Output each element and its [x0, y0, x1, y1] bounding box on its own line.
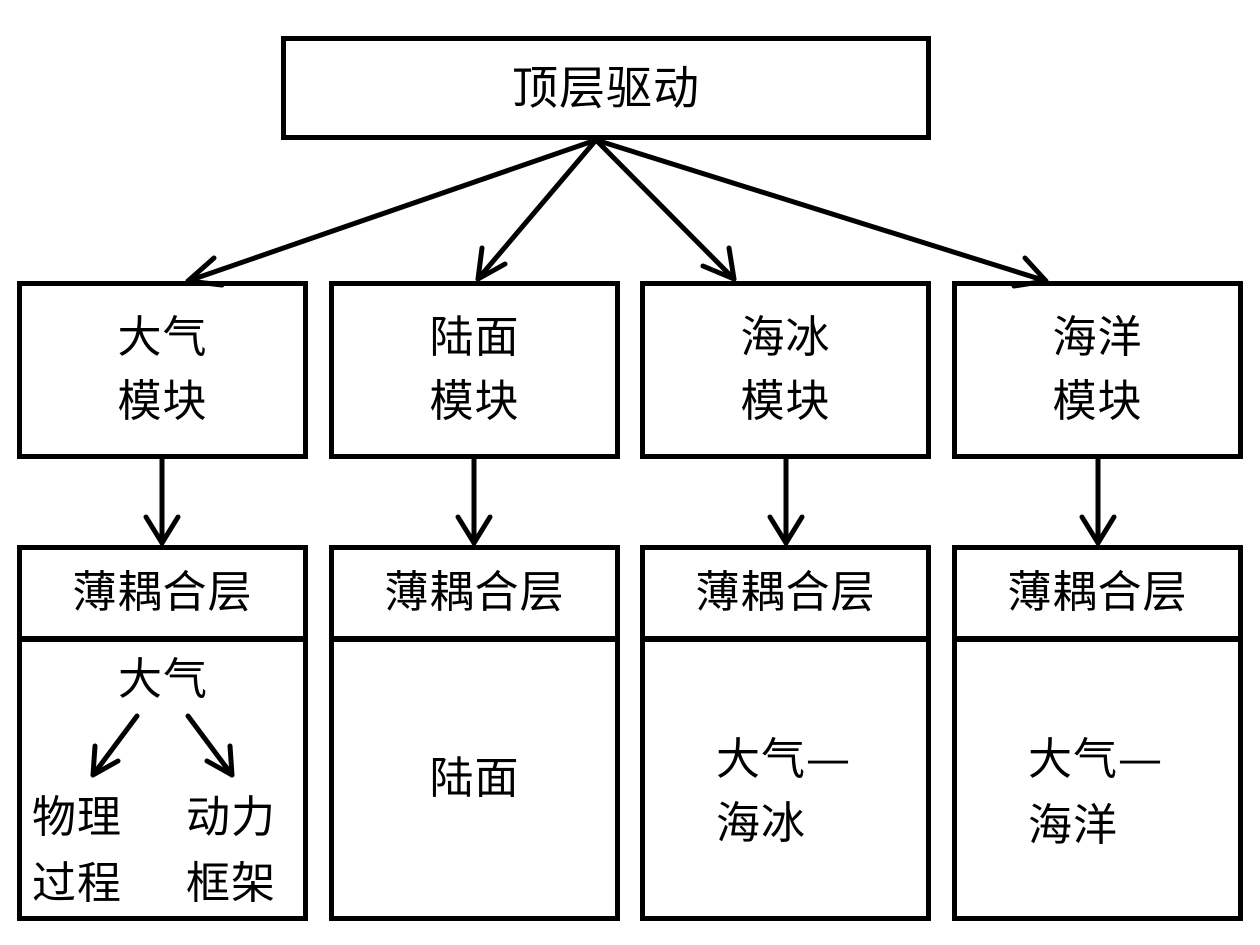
land-coupler-label: 薄耦合层 — [384, 567, 565, 618]
arrow-seaice-to-coupler — [767, 456, 805, 546]
land-module-box: 陆面 模块 — [329, 281, 620, 459]
ocean-detail-box — [952, 637, 1243, 921]
atmosphere-module-box: 大气 模块 — [17, 281, 308, 459]
ocean-module-line2: 模块 — [1052, 376, 1143, 427]
arrow-top-to-seaice — [593, 137, 737, 282]
seaice-detail-line1: 大气— — [716, 734, 851, 785]
atmosphere-module-line1: 大气 — [117, 312, 208, 363]
arrow-top-to-atmosphere — [185, 137, 599, 288]
dynamics-framework-line2: 框架 — [186, 858, 276, 909]
seaice-module-line1: 海冰 — [740, 312, 831, 363]
atmosphere-module-line2: 模块 — [117, 376, 208, 427]
dynamics-framework-line1: 动力 — [186, 792, 276, 843]
arrow-top-to-land — [475, 137, 599, 282]
ocean-module-box: 海洋 模块 — [952, 281, 1243, 459]
atmosphere-coupler-label: 薄耦合层 — [72, 567, 253, 618]
seaice-module-box: 海冰 模块 — [640, 281, 931, 459]
seaice-detail-box — [640, 637, 931, 921]
physics-process-line1: 物理 — [32, 792, 122, 843]
land-module-line1: 陆面 — [429, 312, 520, 363]
arrow-atmosphere-to-physics — [90, 713, 140, 778]
seaice-module-line2: 模块 — [740, 376, 831, 427]
ocean-module-line1: 海洋 — [1052, 312, 1143, 363]
ocean-coupler-label: 薄耦合层 — [1007, 567, 1188, 618]
arrow-land-to-coupler — [455, 456, 493, 546]
top-driver-box: 顶层驱动 — [281, 36, 931, 140]
atmosphere-coupler-box: 薄耦合层 — [17, 545, 308, 641]
ocean-detail-line1: 大气— — [1028, 734, 1163, 785]
arrow-ocean-to-coupler — [1079, 456, 1117, 546]
top-driver-label: 顶层驱动 — [512, 61, 700, 115]
land-detail-box: 陆面 — [329, 637, 620, 921]
arrow-atmosphere-to-coupler — [143, 456, 181, 546]
land-module-line2: 模块 — [429, 376, 520, 427]
seaice-coupler-label: 薄耦合层 — [695, 567, 876, 618]
atmosphere-detail-title: 大气 — [118, 654, 208, 705]
seaice-coupler-box: 薄耦合层 — [640, 545, 931, 641]
atmosphere-detail-box — [17, 637, 308, 921]
land-detail-label: 陆面 — [429, 753, 520, 804]
seaice-detail-line2: 海冰 — [716, 798, 806, 849]
arrow-atmosphere-to-dynamics — [185, 713, 235, 778]
arrow-top-to-ocean — [593, 137, 1049, 289]
ocean-detail-line2: 海洋 — [1028, 800, 1118, 851]
physics-process-line2: 过程 — [32, 858, 122, 909]
